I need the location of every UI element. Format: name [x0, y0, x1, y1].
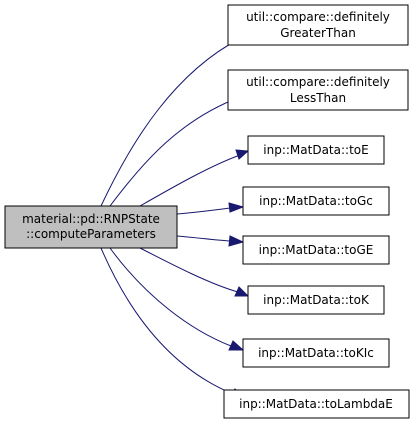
- node-to-ge[interactable]: inp::MatData::toGE: [242, 235, 390, 265]
- edge-to-lambda-e: [100, 247, 246, 399]
- node-root-compute-parameters[interactable]: material::pd::RNPState ::computeParamete…: [4, 205, 178, 249]
- node-label-line: inp::MatData::toKIc: [258, 346, 374, 360]
- node-label-line: ::computeParameters: [26, 227, 156, 241]
- node-to-e[interactable]: inp::MatData::toE: [247, 135, 385, 165]
- node-label-line: inp::MatData::toK: [263, 293, 370, 307]
- edge-to-kic: [109, 247, 245, 351]
- node-label-line: inp::MatData::toE: [263, 143, 368, 157]
- node-to-kic[interactable]: inp::MatData::toKIc: [242, 338, 390, 368]
- edge-to-gc: [176, 202, 245, 215]
- node-label-line: GreaterThan: [280, 26, 356, 40]
- node-label-line: inp::MatData::toGc: [259, 194, 373, 208]
- node-definitely-greater-than[interactable]: util::compare::definitely GreaterThan: [227, 4, 409, 46]
- node-label-line: inp::MatData::toLambdaE: [239, 397, 393, 411]
- node-label-line: inp::MatData::toGE: [259, 243, 374, 257]
- node-label-line: material::pd::RNPState: [22, 212, 160, 226]
- edge-to-k: [139, 247, 250, 297]
- edge-definitely-less-than: [109, 91, 248, 207]
- node-label-line: util::compare::definitely: [246, 75, 390, 89]
- node-definitely-less-than[interactable]: util::compare::definitely LessThan: [227, 69, 409, 111]
- node-to-gc[interactable]: inp::MatData::toGc: [242, 186, 390, 216]
- node-label-line: LessThan: [290, 91, 346, 105]
- edge-definitely-greater-than: [100, 32, 249, 207]
- edge-to-ge: [176, 235, 245, 247]
- node-label-line: util::compare::definitely: [246, 10, 390, 24]
- node-to-k[interactable]: inp::MatData::toK: [247, 285, 385, 315]
- edge-to-e: [139, 149, 250, 207]
- node-to-lambda-e[interactable]: inp::MatData::toLambdaE: [223, 389, 410, 419]
